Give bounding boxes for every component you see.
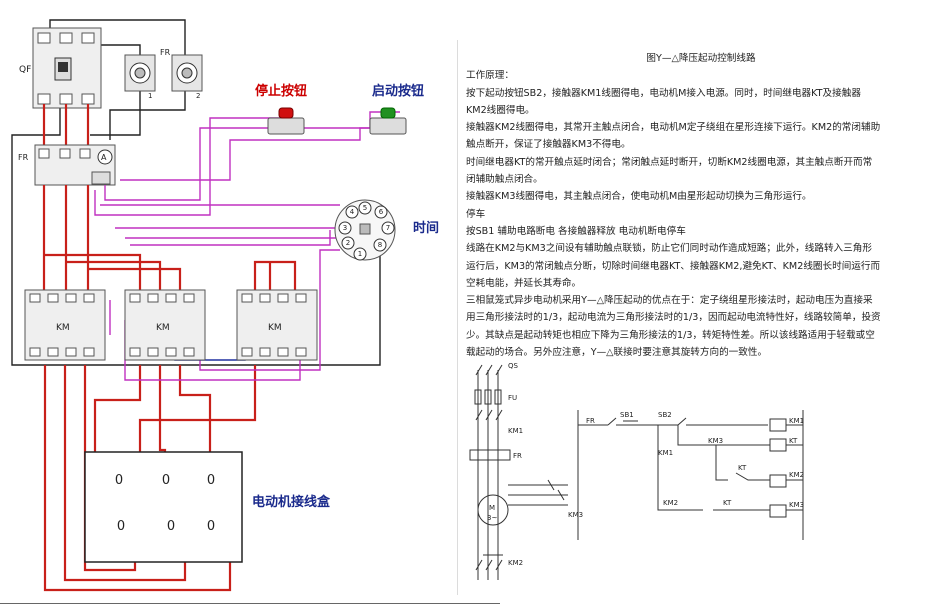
text-line-7: 闭辅助触点闭合。 [466, 174, 543, 186]
start-button: 启动按钮 [369, 83, 424, 135]
text-line-12: 运行后，KM3的常闭触点分断，切除时间继电器KT、接触器KM2,避免KT、KM2… [466, 260, 881, 272]
qf-breaker: QF [19, 27, 102, 109]
divider [457, 40, 458, 595]
text-title: 图Y—△降压起动控制线路 [646, 53, 756, 64]
lamp1-label: 1 [148, 92, 152, 100]
terminal-bottom-3: 0 [207, 519, 215, 534]
sch-km3-coil: KM3 [789, 501, 804, 509]
control-schematic: QS FU KM1 FR M 3~ KM3 KM2 FR SB1 SB2 KM1… [469, 362, 804, 580]
sch-kt-contact: KT [738, 464, 747, 472]
footer-line [0, 603, 500, 604]
relay-pin-5: 5 [363, 204, 367, 212]
text-line-8: 接触器KM3线圈得电，其主触点闭合，使电动机M由星形起动切换为三角形运行。 [466, 191, 812, 203]
sch-km1-coil: KM1 [789, 417, 804, 425]
text-line-10: 按SB1 辅助电路断电 各接触器释放 电动机断电停车 [466, 225, 686, 237]
km2-label: KM [156, 323, 170, 333]
text-line-4: 接触器KM2线圈得电，其常开主触点闭合，电动机M定子绕组在星形连接下运行。KM2… [466, 122, 881, 134]
relay-pin-8: 8 [378, 241, 382, 249]
relay-pin-4: 4 [350, 208, 355, 216]
timer-label: 时间 [413, 220, 439, 236]
text-line-14: 三相鼠笼式异步电动机采用Y—△降压起动的优点在于：定子绕组星形接法时，起动电压为… [466, 295, 873, 307]
km1-label: KM [56, 323, 70, 333]
terminal-bottom-2: 0 [167, 519, 175, 534]
text-line-11: 线路在KM2与KM3之间设有辅助触点联锁，防止它们同时动作造成短路；此外，线路转… [466, 243, 872, 255]
sch-km1-aux: KM1 [658, 449, 673, 457]
terminal-top-1: 0 [115, 473, 123, 488]
relay-pin-2: 2 [346, 239, 350, 247]
text-line-9: 停车 [466, 208, 486, 220]
fuse-lamp-1: 1 [124, 54, 156, 100]
stop-button-label: 停止按钮 [255, 83, 307, 99]
sch-km3-aux: KM3 [708, 437, 723, 445]
relay-pin-6: 6 [379, 208, 384, 216]
ammeter-label: A [101, 153, 107, 162]
lamp2-label: 2 [196, 92, 200, 100]
relay-pin-3: 3 [343, 224, 347, 232]
sch-kt-aux: KT [723, 499, 732, 507]
km-contactor-2: KM [124, 289, 206, 361]
text-line-17: 载起动的场合。另外应注意，Y—△联接时要注意其旋转方向的一致性。 [466, 347, 768, 359]
sch-qs: QS [508, 362, 519, 370]
terminal-top-3: 0 [207, 473, 215, 488]
sch-fr-ctrl: FR [586, 417, 595, 425]
start-button-label: 启动按钮 [372, 83, 424, 99]
sch-fr-main: FR [513, 452, 522, 460]
sch-km2-aux: KM2 [663, 499, 678, 507]
terminal-bottom-1: 0 [117, 519, 125, 534]
qf-label: QF [19, 65, 31, 75]
sch-fu: FU [508, 394, 517, 402]
sch-sb1: SB1 [620, 411, 634, 419]
fr-relay: A FR [18, 144, 116, 186]
motor-junction-box: 0 0 0 0 0 0 电动机接线盒 [84, 451, 331, 563]
time-relay: 5 6 7 8 4 3 2 1 时间 [334, 199, 439, 261]
text-line-15: 用三角形接法时的1/3，起动电流为三角形接法时的1/3，因而起动电流特性好，线路… [466, 312, 881, 324]
text-line-6: 时间继电器KT的常开触点延时闭合；常闭触点延时断开，切断KM2线圈电源，其主触点… [466, 156, 873, 168]
sch-km2-coil: KM2 [789, 471, 804, 479]
text-line-1: 工作原理： [466, 70, 514, 82]
sch-km2-main: KM2 [508, 559, 523, 567]
km3-label: KM [268, 323, 282, 333]
stop-button: 停止按钮 [255, 83, 307, 135]
fr-side-label: FR [18, 153, 29, 162]
fuse-lamp-2: 2 [171, 54, 203, 100]
km-contactor-3: KM [236, 289, 318, 361]
sch-kt-coil: KT [789, 437, 798, 445]
explanation-text: 图Y—△降压起动控制线路 工作原理： 按下起动按钮SB2，接触器KM1线圈得电，… [466, 50, 936, 361]
sch-motor: M [489, 504, 495, 512]
text-line-13: 空耗电能，并延长其寿命。 [466, 277, 582, 289]
sch-sb2: SB2 [658, 411, 672, 419]
text-line-3: KM2线圈得电。 [466, 104, 535, 116]
km-contactor-1: KM [24, 289, 106, 361]
sch-km3-main: KM3 [568, 511, 583, 519]
relay-pin-1: 1 [358, 250, 362, 258]
terminal-top-2: 0 [162, 473, 170, 488]
relay-pin-7: 7 [386, 224, 390, 232]
wiring-diagram: QF 1 2 FR A FR [11, 19, 439, 592]
text-line-16: 少。其缺点是起动转矩也相应下降为三角形接法的1/3，转矩特性差。所以该线路适用于… [466, 329, 875, 341]
sch-km1-main: KM1 [508, 427, 523, 435]
text-line-2: 按下起动按钮SB2，接触器KM1线圈得电，电动机M接入电源。同时，时间继电器KT… [466, 87, 861, 99]
fr-top-label: FR [160, 48, 171, 57]
red-wires-top [42, 104, 90, 145]
sch-motor-sub: 3~ [487, 514, 497, 522]
text-line-5: 触点断开，保证了接触器KM3不得电。 [466, 139, 631, 151]
motor-box-label: 电动机接线盒 [252, 494, 331, 510]
